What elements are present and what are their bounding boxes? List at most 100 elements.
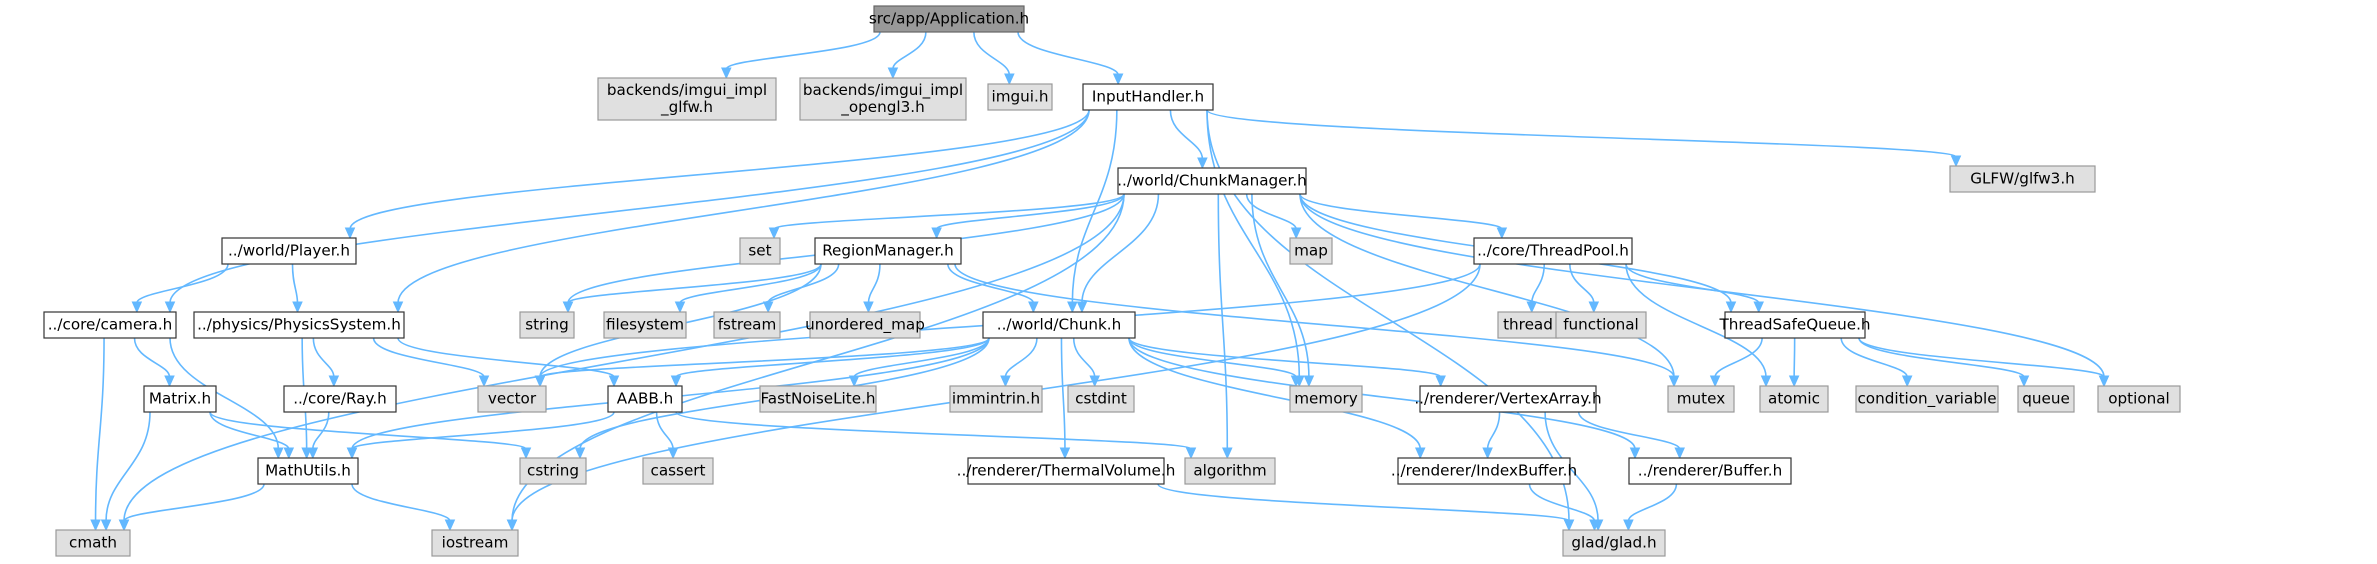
node-functional[interactable]: functional: [1555, 311, 1647, 339]
node-region[interactable]: RegionManager.h: [814, 237, 962, 265]
node-thermal[interactable]: ../renderer/ThermalVolume.h: [957, 457, 1176, 485]
node-label: imgui.h: [992, 88, 1049, 106]
arrowhead-threadpool-to-atomic: [1760, 375, 1772, 388]
node-player[interactable]: ../world/Player.h: [221, 237, 357, 265]
edge-region-to-mutex: [954, 263, 1675, 378]
node-tsqueue[interactable]: ThreadSafeQueue.h: [1718, 311, 1871, 339]
node-optional[interactable]: optional: [2097, 385, 2181, 413]
node-label: vector: [488, 390, 537, 408]
node-label: functional: [1563, 316, 1639, 334]
node-string[interactable]: string: [519, 311, 575, 339]
node-aabb[interactable]: AABB.h: [607, 385, 683, 413]
node-label: ../renderer/ThermalVolume.h: [957, 462, 1176, 480]
node-label: ../physics/PhysicsSystem.h: [197, 316, 401, 334]
nodes-layer: src/app/Application.h backends/imgui_impl…: [43, 5, 2181, 557]
node-label: _opengl3.h: [840, 98, 924, 117]
node-box: [2017, 385, 2075, 413]
node-app[interactable]: src/app/Application.h: [869, 5, 1029, 33]
node-box: [713, 311, 781, 339]
edge-vertexarray-to-glad: [1544, 411, 1599, 522]
node-set[interactable]: set: [739, 237, 781, 265]
node-box: [1759, 385, 1829, 413]
arrowhead-threadpool-to-thread: [1526, 301, 1538, 314]
node-chunk[interactable]: ../world/Chunk.h: [982, 311, 1136, 339]
node-imgui_glfw[interactable]: backends/imgui_impl_glfw.h: [597, 77, 777, 121]
node-vertexarray[interactable]: ../renderer/VertexArray.h: [1414, 385, 1602, 413]
edge-chunkmgr-to-algorithm: [1217, 193, 1229, 450]
node-label: src/app/Application.h: [869, 10, 1029, 28]
arrowhead-tsqueue-to-atomic: [1788, 375, 1800, 388]
edge-input-to-memory: [1206, 109, 1301, 378]
node-iostream[interactable]: iostream: [431, 529, 519, 557]
arrowhead-region-to-chunk: [1028, 301, 1039, 314]
arrowhead-app-to-input: [1112, 73, 1124, 86]
edge-camera-to-cmath: [94, 337, 105, 522]
node-box: [1628, 457, 1792, 485]
node-thread[interactable]: thread: [1497, 311, 1559, 339]
edge-chunk-to-vertexarray: [1128, 337, 1442, 378]
node-indexbuffer[interactable]: ../renderer/IndexBuffer.h: [1391, 457, 1577, 485]
node-cstring[interactable]: cstring: [519, 457, 587, 485]
edge-threadpool-to-atomic: [1625, 263, 1767, 378]
node-chunkmgr[interactable]: ../world/ChunkManager.h: [1117, 167, 1307, 195]
node-label: backends/imgui_impl: [803, 81, 963, 100]
node-box: [809, 311, 921, 339]
node-camera[interactable]: ../core/camera.h: [43, 311, 177, 339]
node-fstream[interactable]: fstream: [713, 311, 781, 339]
node-box: [1724, 311, 1866, 339]
node-box: [1667, 385, 1735, 413]
node-imgui_gl3[interactable]: backends/imgui_impl_opengl3.h: [799, 77, 967, 121]
node-vector[interactable]: vector: [477, 385, 547, 413]
node-matrix[interactable]: Matrix.h: [143, 385, 217, 413]
arrowhead-tsqueue-to-optional: [2098, 375, 2110, 388]
node-map[interactable]: map: [1289, 237, 1333, 265]
node-label: ../core/camera.h: [48, 316, 173, 334]
node-queue[interactable]: queue: [2017, 385, 2075, 413]
node-box: [739, 237, 781, 265]
node-mutex[interactable]: mutex: [1667, 385, 1735, 413]
node-condvar[interactable]: condition_variable: [1855, 385, 1999, 413]
edge-chunkmgr-to-region: [935, 193, 1125, 230]
arrowhead-chunk-to-cstdint: [1089, 375, 1100, 388]
edge-threadpool-to-functional: [1569, 263, 1595, 304]
edge-aabb-to-cassert: [655, 411, 674, 450]
node-atomic[interactable]: atomic: [1759, 385, 1829, 413]
node-label: iostream: [442, 534, 509, 552]
node-label: _glfw.h: [660, 98, 713, 117]
arrowhead-app-to-imgui_gl3: [887, 67, 899, 80]
arrowhead-chunkmgr-to-map: [1290, 227, 1302, 240]
node-buffer[interactable]: ../renderer/Buffer.h: [1628, 457, 1792, 485]
arrowhead-camera-to-mathutils: [273, 447, 284, 460]
arrowhead-thermal-to-glad: [1563, 519, 1575, 532]
node-cmath[interactable]: cmath: [55, 529, 131, 557]
node-cassert[interactable]: cassert: [642, 457, 714, 485]
node-cstdint[interactable]: cstdint: [1067, 385, 1135, 413]
arrowhead-threadpool-to-functional: [1588, 301, 1600, 314]
node-filesystem[interactable]: filesystem: [603, 311, 687, 339]
node-fastnoise[interactable]: FastNoiseLite.h: [759, 385, 877, 413]
node-unordered_map[interactable]: unordered_map: [805, 311, 925, 339]
arrowhead-tsqueue-to-queue: [2018, 375, 2030, 388]
node-immintrin[interactable]: immintrin.h: [949, 385, 1043, 413]
node-ray[interactable]: ../core/Ray.h: [283, 385, 397, 413]
arrowhead-chunkmgr-to-chunk: [1076, 301, 1088, 314]
node-glfw3[interactable]: GLFW/glfw3.h: [1949, 165, 2096, 193]
arrowhead-threadpool-to-iostream: [506, 519, 518, 532]
node-glad[interactable]: glad/glad.h: [1562, 529, 1666, 557]
edge-input-to-player: [349, 109, 1090, 230]
node-box: [1419, 385, 1597, 413]
edge-threadpool-to-tsqueue: [1625, 263, 1760, 304]
arrowhead-app-to-imgui: [1004, 73, 1015, 86]
node-label: MathUtils.h: [265, 462, 351, 480]
arrowhead-input-to-chunk: [1067, 301, 1078, 314]
edge-physics-to-ray: [312, 337, 335, 378]
node-threadpool[interactable]: ../core/ThreadPool.h: [1473, 237, 1633, 265]
node-mathutils[interactable]: MathUtils.h: [257, 457, 359, 485]
node-algorithm[interactable]: algorithm: [1184, 457, 1276, 485]
node-imgui[interactable]: imgui.h: [987, 83, 1053, 111]
node-physics[interactable]: ../physics/PhysicsSystem.h: [193, 311, 405, 339]
node-memory[interactable]: memory: [1289, 385, 1363, 413]
node-input[interactable]: InputHandler.h: [1082, 83, 1214, 111]
edge-tsqueue-to-condvar: [1840, 337, 1908, 378]
